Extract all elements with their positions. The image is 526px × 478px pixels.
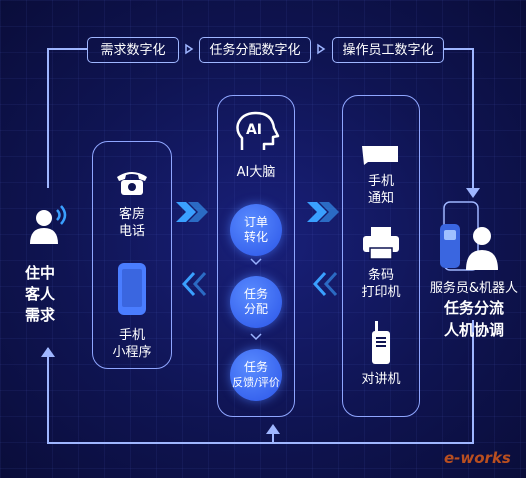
flow-line-right-vertical bbox=[472, 48, 474, 188]
step-task-feedback: 任务 反馈/评价 bbox=[230, 349, 282, 401]
app-line-1: 手机 bbox=[118, 328, 145, 343]
ai-brain-label: AI大脑 bbox=[236, 165, 276, 180]
flow-line-bottom-mid bbox=[272, 428, 274, 444]
top-pill-demand: 需求数字化 bbox=[87, 37, 179, 63]
staff-robot-icon bbox=[440, 201, 498, 271]
notify-line-2: 通知 bbox=[367, 191, 394, 206]
arrow-pill1-2 bbox=[185, 43, 194, 55]
radio-label: 对讲机 bbox=[361, 372, 401, 387]
app-line-2: 小程序 bbox=[112, 345, 152, 360]
step-1-line-2: 转化 bbox=[243, 230, 268, 244]
guest-line-1: 住中 bbox=[24, 264, 55, 282]
flow-line-bottom bbox=[47, 442, 474, 444]
step-2-line-1: 任务 bbox=[243, 287, 268, 301]
flow-line-top-horizontal bbox=[47, 48, 87, 50]
arrow-down-right bbox=[466, 188, 480, 198]
chevron-left-1 bbox=[181, 271, 207, 297]
channel-panel bbox=[92, 141, 172, 369]
flow-line-bottom-left-vertical bbox=[47, 348, 49, 443]
arrow-pill2-3 bbox=[317, 43, 326, 55]
smartphone-icon bbox=[118, 263, 146, 315]
chevron-left-2 bbox=[312, 271, 338, 297]
chevron-right-2 bbox=[307, 202, 339, 222]
guest-voice-icon bbox=[30, 205, 67, 244]
guest-line-3: 需求 bbox=[24, 306, 55, 324]
watermark-logo: e-works bbox=[444, 449, 511, 467]
ai-head-icon bbox=[236, 111, 280, 150]
step-task-assign: 任务 分配 bbox=[230, 276, 282, 328]
step-order-convert: 订单 转化 bbox=[230, 204, 282, 256]
ai-icon-text: AI bbox=[245, 122, 263, 138]
notify-line-1: 手机 bbox=[367, 174, 394, 189]
ai-brain-panel bbox=[217, 95, 295, 417]
flow-line-top-right bbox=[443, 48, 473, 50]
phone-line-1: 客房 bbox=[118, 207, 145, 222]
top-pill-task: 任务分配数字化 bbox=[199, 37, 311, 63]
telephone-icon bbox=[117, 172, 147, 195]
message-icon bbox=[362, 146, 398, 165]
chevron-right-1 bbox=[176, 202, 208, 222]
step-2-line-2: 分配 bbox=[243, 302, 268, 316]
right-line-3: 人机协调 bbox=[443, 321, 504, 339]
step-3-line-1: 任务 bbox=[243, 360, 268, 374]
walkie-talkie-icon bbox=[372, 321, 390, 364]
printer-line-1: 条码 bbox=[367, 268, 394, 283]
flow-line-bottom-right-vertical bbox=[472, 320, 474, 444]
step-1-line-1: 订单 bbox=[243, 215, 268, 229]
printer-icon bbox=[363, 227, 399, 260]
guest-line-2: 客人 bbox=[24, 285, 55, 303]
flow-line-top-left-vertical bbox=[47, 48, 49, 188]
top-pill-staff: 操作员工数字化 bbox=[332, 37, 444, 63]
right-line-2: 任务分流 bbox=[443, 299, 504, 317]
printer-line-2: 打印机 bbox=[361, 285, 401, 300]
device-panel bbox=[342, 95, 420, 417]
phone-line-2: 电话 bbox=[118, 224, 145, 239]
step-3-line-2: 反馈/评价 bbox=[232, 376, 280, 389]
right-line-1: 服务员&机器人 bbox=[429, 281, 519, 296]
